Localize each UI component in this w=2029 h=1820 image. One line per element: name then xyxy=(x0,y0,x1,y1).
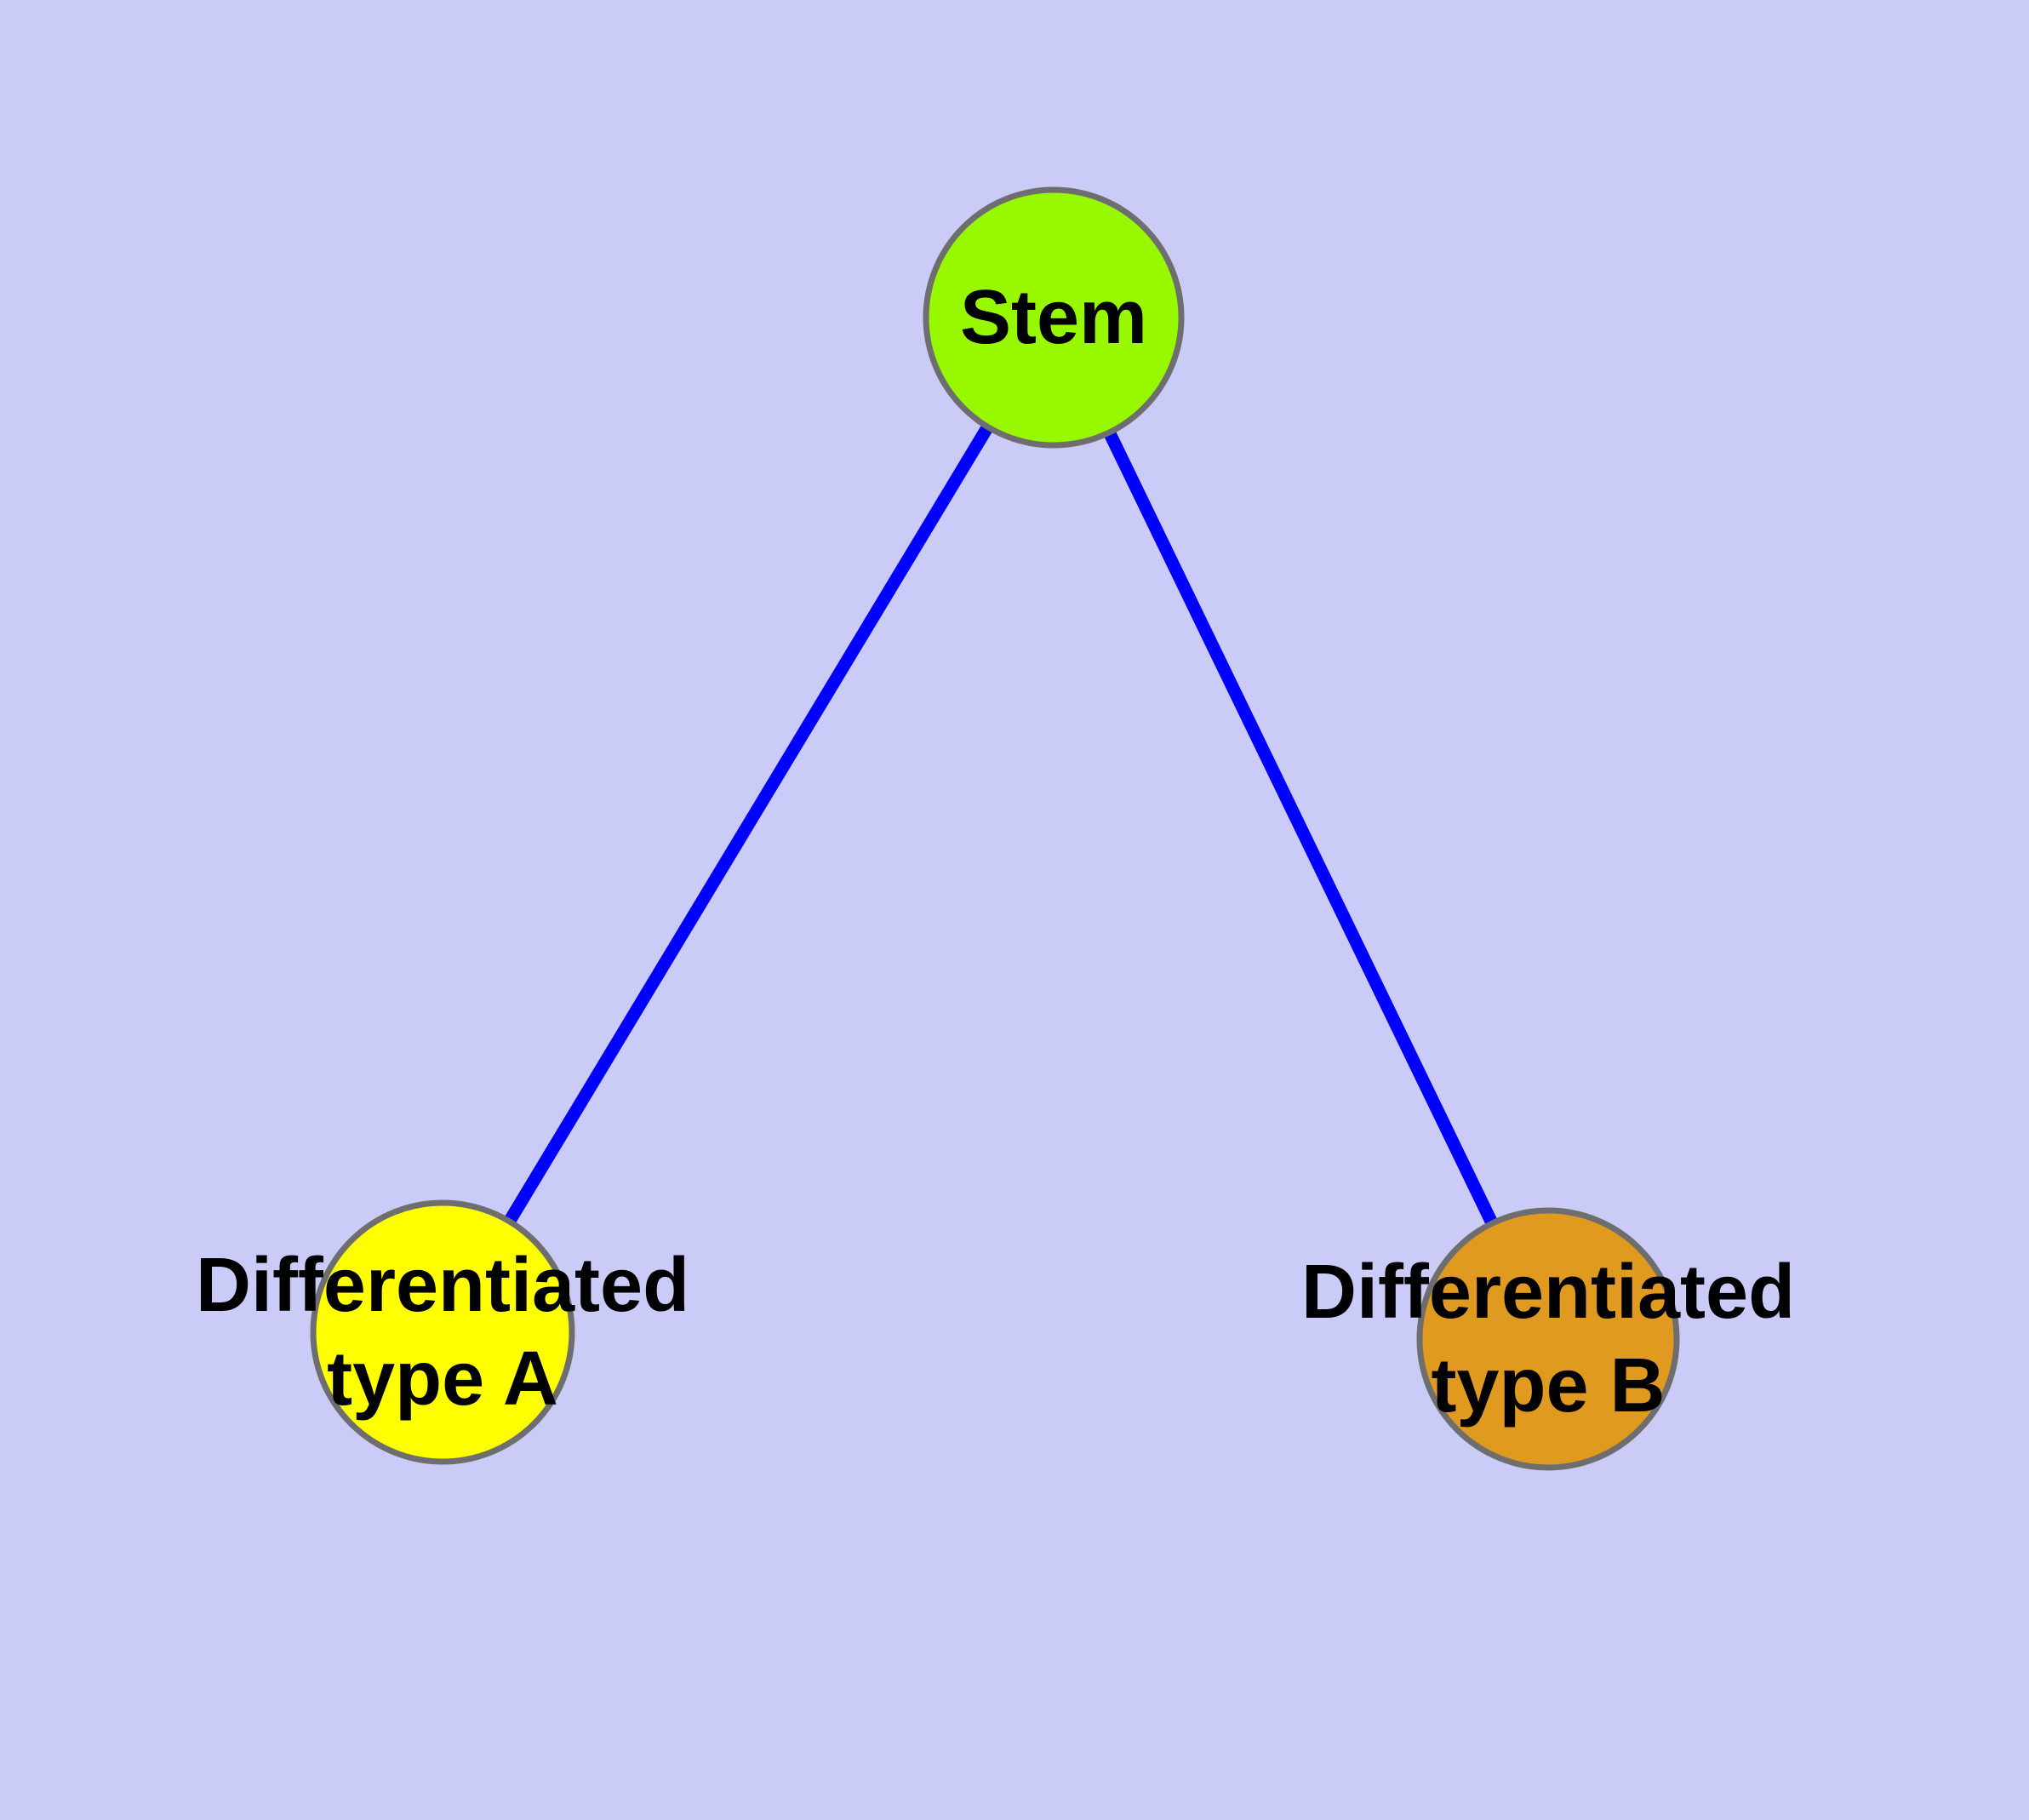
edge-stem-to-typeB xyxy=(1048,314,1554,1342)
node-stem-circle xyxy=(923,186,1185,449)
edge-layer xyxy=(437,314,1554,1342)
node-typeA-label: Differentiated type A xyxy=(195,1243,690,1422)
edge-stem-to-typeA xyxy=(437,314,1060,1336)
node-typeA-circle xyxy=(310,1199,575,1465)
node-typeB-label: Differentiated type B xyxy=(1300,1250,1796,1428)
node-stem-label: Stem xyxy=(959,275,1148,360)
node-typeB-circle xyxy=(1416,1207,1680,1471)
node-layer xyxy=(310,186,1680,1471)
